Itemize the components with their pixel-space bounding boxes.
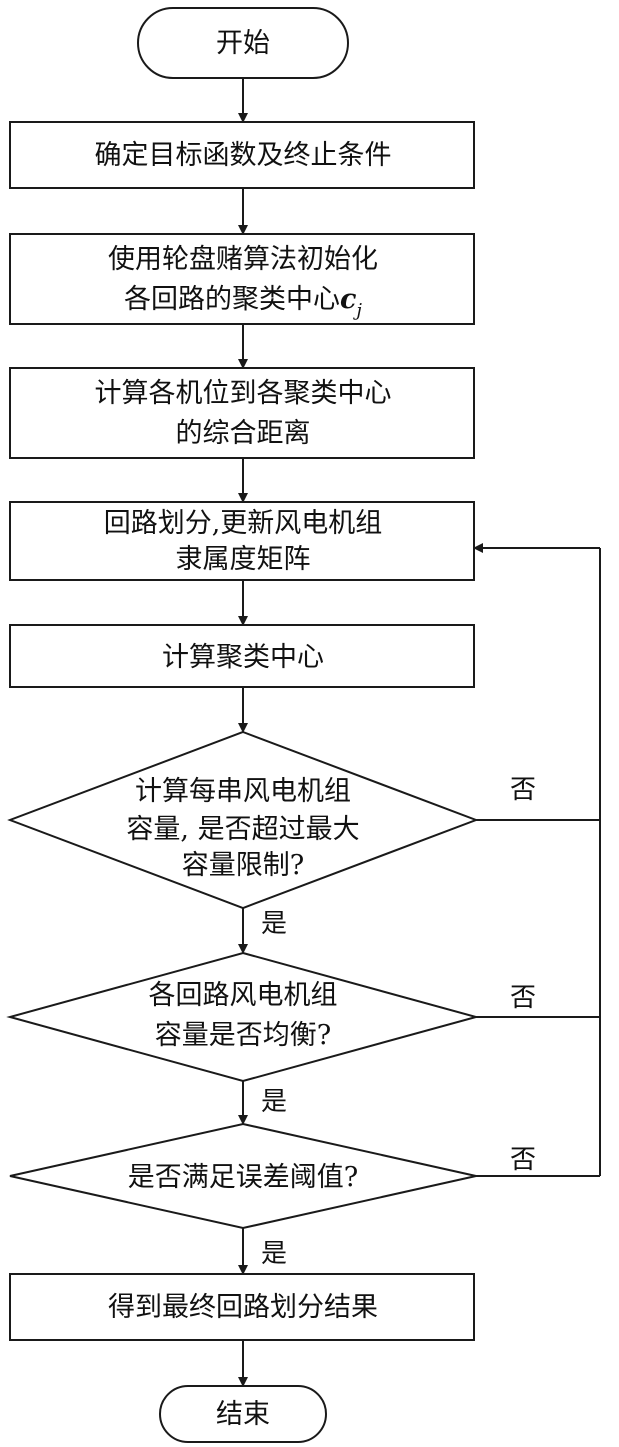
step5-label: 计算聚类中心 [162, 642, 324, 673]
decision1-yes-label: 是 [261, 909, 287, 939]
step4-line1: 回路划分,更新风电机组 [104, 508, 383, 539]
decision3-yes-label: 是 [261, 1239, 287, 1269]
step2-subscript: j [352, 300, 362, 321]
step2-line2: 各回路的聚类中心cj [124, 284, 362, 321]
decision2-yes-label: 是 [261, 1087, 287, 1117]
step3-line2: 的综合距离 [176, 418, 311, 449]
decision2-line1: 各回路风电机组 [149, 980, 338, 1011]
process-final-result [9, 1273, 475, 1341]
decision1-line3: 容量限制? [182, 850, 304, 881]
start-label: 开始 [216, 28, 270, 59]
end-label: 结束 [216, 1399, 270, 1430]
decision1-line2: 容量, 是否超过最大 [126, 814, 359, 845]
decision3-no-label: 否 [510, 1145, 536, 1175]
step2-symbol: c [340, 284, 356, 315]
step4-line2: 隶属度矩阵 [176, 544, 311, 575]
decision-capacity-balance [6, 951, 480, 1083]
process-compute-centers [9, 624, 475, 688]
decision1-no-label: 否 [510, 775, 536, 805]
process-partition-loops [9, 501, 475, 581]
step3-line1: 计算各机位到各聚类中心 [95, 378, 392, 409]
end-terminal [159, 1385, 327, 1443]
step6-label: 得到最终回路划分结果 [108, 1292, 378, 1323]
decision1-line1: 计算每串风电机组 [135, 776, 351, 807]
step2-line1: 使用轮盘赌算法初始化 [108, 244, 378, 275]
process-define-objective [9, 121, 475, 189]
decision2-line2: 容量是否均衡? [155, 1020, 331, 1051]
step2-line2-text: 各回路的聚类中心 [124, 284, 340, 315]
step1-label: 确定目标函数及终止条件 [95, 140, 392, 171]
decision3-label: 是否满足误差阈值? [128, 1162, 358, 1193]
process-compute-distance [9, 367, 475, 459]
decision2-no-label: 否 [510, 983, 536, 1013]
